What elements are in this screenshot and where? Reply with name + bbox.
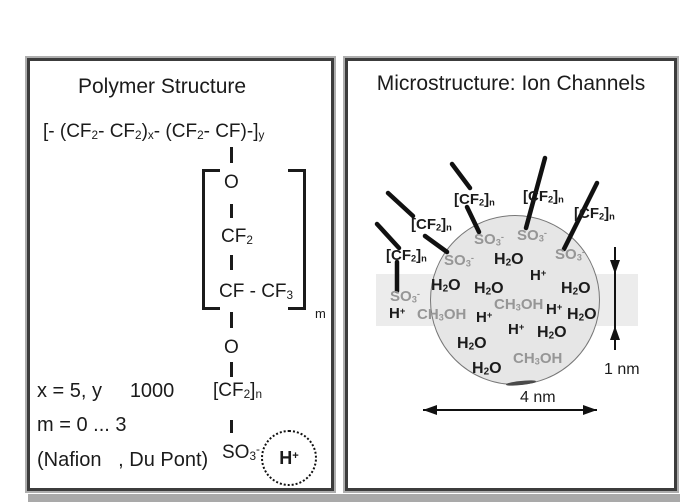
chemical-bond — [230, 255, 233, 270]
note-m: m = 0 ... 3 — [37, 414, 127, 436]
backbone-formula: [- (CF2- CF2)x- (CF2- CF)-]y — [43, 121, 265, 142]
chemical-bond — [230, 204, 233, 218]
cf2n-label: [CF2]n — [411, 216, 452, 233]
bracket-left — [202, 169, 220, 310]
channel-height-label: 1 nm — [604, 361, 640, 378]
h2o-label: H2O — [431, 277, 461, 295]
h2o-label: H2O — [457, 335, 487, 353]
side-chain-tail — [374, 221, 402, 251]
so3-label: SO3- — [517, 227, 547, 244]
ch3oh-label: CH3OH — [417, 306, 467, 323]
h2o-label: H2O — [494, 251, 524, 269]
h-plus-label: H+ — [476, 309, 493, 326]
side-chain-tail — [385, 190, 416, 219]
so3-label: SO3- — [444, 252, 474, 269]
chain-oxygen: O — [224, 337, 239, 358]
water-cluster-circle — [430, 215, 600, 385]
ch3oh-label: CH3OH — [513, 350, 563, 367]
side-chain-tail — [449, 161, 473, 191]
proton-circle: H+ — [261, 430, 317, 486]
bracket-right — [288, 169, 306, 310]
side-chain-tail — [464, 204, 482, 235]
chain-cf2: CF2 — [221, 226, 253, 247]
cf2n-label: [CF2]n — [574, 205, 615, 222]
arrowhead-down — [610, 260, 620, 274]
chain-so3: SO3- — [222, 442, 260, 463]
chemical-bond — [230, 420, 233, 433]
bottom-strip — [28, 494, 680, 502]
h2o-label: H2O — [561, 280, 591, 298]
h-plus-label: H+ — [389, 305, 406, 322]
cluster-diameter-label: 4 nm — [520, 389, 556, 406]
so3-label: SO3- — [555, 246, 585, 263]
h2o-label: H2O — [474, 280, 504, 298]
so3-label: SO3- — [390, 288, 420, 305]
ion-channels-panel: Microstructure: Ion Channels [CF2]n [CF2… — [348, 61, 674, 488]
cf2n-label: [CF2]n — [523, 188, 564, 205]
side-chain-tail — [561, 180, 600, 252]
proton-label: H+ — [279, 447, 299, 468]
h2o-label: H2O — [537, 324, 567, 342]
chemical-bond — [230, 147, 233, 163]
so3-label: SO3- — [474, 231, 504, 248]
note-x-y: x = 5, y 1000 — [37, 380, 175, 402]
h-plus-label: H+ — [508, 321, 525, 338]
side-chain-tail — [422, 233, 450, 255]
polymer-structure-panel: Polymer Structure [- (CF2- CF2)x- (CF2- … — [30, 61, 331, 488]
h-plus-label: H+ — [546, 301, 563, 318]
cf2n-label: [CF2]n — [454, 191, 495, 208]
panel-title-polymer: Polymer Structure — [78, 75, 247, 98]
arrowhead-left — [423, 405, 437, 415]
chain-cf-cf3: CF - CF3 — [219, 281, 294, 302]
tails-and-arrows-overlay — [374, 155, 620, 415]
arrowhead-up — [610, 326, 620, 340]
side-chain-tail — [523, 155, 548, 231]
ch3oh-label: CH3OH — [494, 296, 544, 313]
bracket-subscript: m — [315, 306, 326, 321]
arrowhead-right — [583, 405, 597, 415]
chain-oxygen: O — [224, 172, 239, 193]
note-nafion: (Nafion , Du Pont) — [37, 449, 209, 471]
h2o-label: H2O — [472, 360, 502, 378]
h-plus-label: H+ — [530, 267, 547, 284]
chemical-bond — [230, 312, 233, 328]
chain-cf2n: [CF2]n — [213, 380, 262, 401]
panel-title-microstructure: Microstructure: Ion Channels — [376, 72, 646, 95]
chemical-bond — [230, 362, 233, 377]
cf2n-label: [CF2]n — [386, 247, 427, 264]
h2o-label: H2O — [567, 306, 597, 324]
